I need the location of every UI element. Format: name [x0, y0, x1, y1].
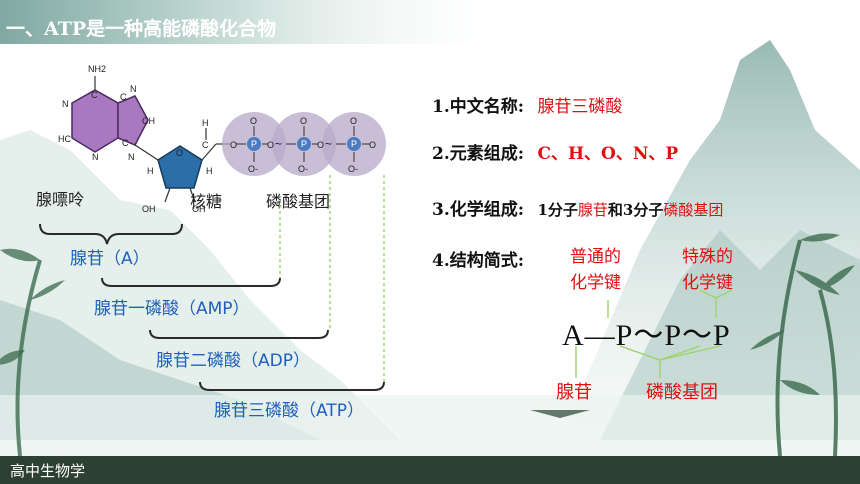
chinese-name: 腺苷三磷酸: [537, 97, 623, 117]
info-row-4: 4.结构简式:: [432, 246, 524, 271]
formula-phosphate-label: 磷酸基团: [646, 382, 718, 403]
svg-text:O: O: [230, 140, 237, 150]
svg-text:C: C: [202, 140, 209, 150]
svg-text:N: N: [128, 152, 135, 162]
svg-text:H: H: [202, 118, 209, 128]
svg-text:C: C: [91, 90, 98, 100]
ribose-label: 核糖: [190, 192, 223, 211]
info-row-1: 1.中文名称: 腺苷三磷酸: [432, 92, 622, 117]
svg-text:N: N: [130, 84, 137, 94]
atp-molecule-diagram: NH2 C N C N CH HC N C N O H H OH OH H C …: [58, 64, 386, 214]
svg-text:C: C: [120, 92, 127, 102]
info-label-2: 2.元素组成:: [432, 144, 525, 164]
bracket-atp: [199, 381, 385, 391]
svg-text:N: N: [92, 152, 99, 162]
bracket-adp: [149, 329, 329, 339]
svg-text:P: P: [351, 139, 357, 149]
info-row-3: 3.化学组成: 1分子腺苷和3分子磷酸基团: [432, 195, 723, 220]
svg-text:O-: O-: [298, 164, 308, 174]
bracket-label-atp: 腺苷三磷酸（ATP）: [214, 401, 364, 421]
svg-text:O-: O-: [248, 164, 258, 174]
svg-text:NH2: NH2: [88, 64, 106, 74]
svg-text:~: ~: [325, 137, 332, 151]
footer-subject: 高中生物学: [10, 462, 86, 480]
svg-text:CH: CH: [142, 116, 155, 126]
bracket-adenosine: [39, 223, 183, 245]
composition-adenosine: 腺苷: [577, 201, 608, 219]
info-row-2: 2.元素组成: C、H、O、N、P: [432, 139, 678, 164]
svg-text:O: O: [350, 116, 357, 126]
ribose-pentagon: [157, 145, 203, 189]
svg-text:C: C: [122, 138, 129, 148]
composition-part-3: 和3分子: [607, 201, 664, 219]
phosphate-group-label: 磷酸基团: [266, 192, 331, 211]
footer-bar: 高中生物学: [0, 456, 860, 484]
page-title: 一、ATP是一种高能磷酸化合物: [6, 18, 277, 40]
info-label-3: 3.化学组成:: [432, 200, 525, 220]
svg-text:O: O: [369, 140, 376, 150]
info-label-4: 4.结构简式:: [432, 251, 525, 271]
svg-text:O: O: [267, 140, 274, 150]
svg-text:H: H: [147, 166, 154, 176]
svg-text:HC: HC: [58, 134, 71, 144]
svg-text:N: N: [62, 99, 69, 109]
adenine-pentagon: [117, 95, 149, 146]
bracket-label-adenosine: 腺苷（A）: [70, 249, 150, 269]
svg-text:O: O: [300, 116, 307, 126]
info-label-1: 1.中文名称:: [432, 97, 525, 117]
boat-icon: [530, 410, 590, 418]
svg-text:P: P: [251, 139, 257, 149]
svg-text:O-: O-: [348, 164, 358, 174]
formula-adenosine-label: 腺苷: [556, 382, 592, 403]
composition-phosphate: 磷酸基团: [663, 201, 724, 219]
bamboo-icon: [775, 239, 838, 457]
composition-part-1: 1分子: [537, 201, 578, 219]
special-bond-label: 特殊的 化学键: [682, 247, 733, 293]
atp-structure-formula: A—P～P～P: [562, 319, 731, 352]
adenine-label: 腺嘌呤: [36, 190, 85, 209]
svg-text:O: O: [250, 116, 257, 126]
svg-text:H: H: [206, 166, 213, 176]
bracket-amp: [101, 277, 281, 287]
svg-text:OH: OH: [192, 204, 206, 214]
bracket-label-amp: 腺苷一磷酸（AMP）: [94, 299, 250, 319]
element-composition: C、H、O、N、P: [537, 144, 679, 164]
svg-text:O: O: [176, 148, 183, 158]
normal-bond-label: 普通的 化学键: [570, 247, 621, 293]
bracket-label-adp: 腺苷二磷酸（ADP）: [156, 351, 310, 371]
title-bar: [0, 0, 520, 44]
svg-text:OH: OH: [142, 204, 156, 214]
svg-text:~: ~: [275, 137, 282, 151]
svg-text:O: O: [317, 140, 324, 150]
svg-text:P: P: [301, 139, 307, 149]
